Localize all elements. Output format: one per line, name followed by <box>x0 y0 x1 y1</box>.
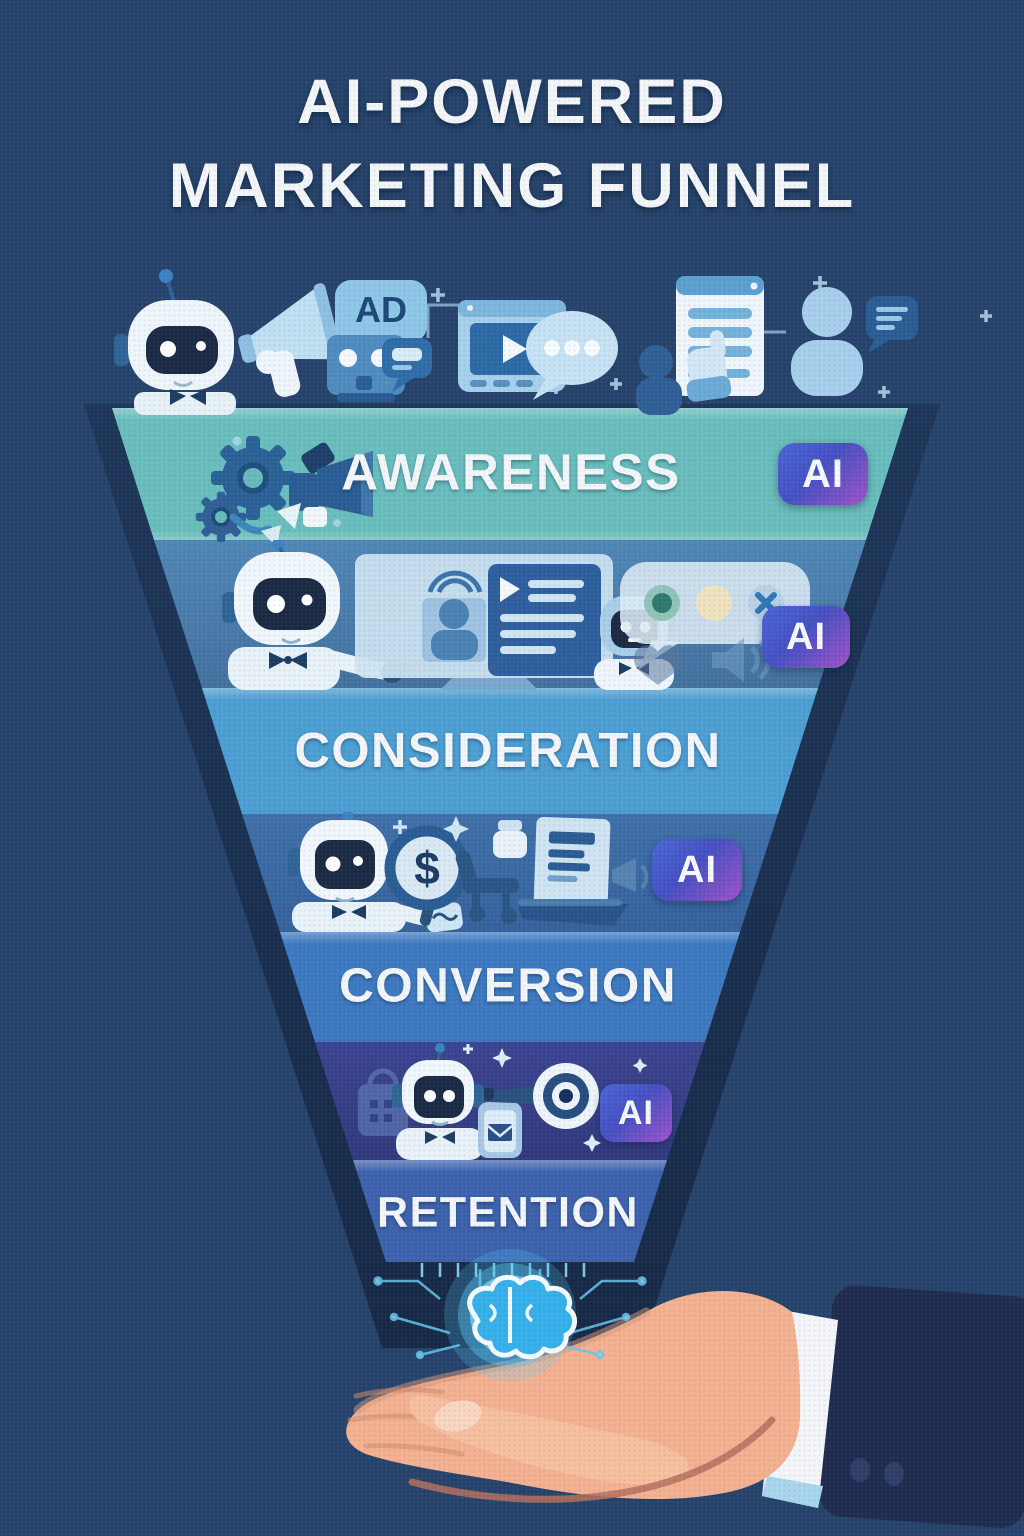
thumb-nail <box>434 1400 482 1432</box>
robot-with-megaphone-icon <box>114 269 343 415</box>
presenter-robot-icon <box>222 540 435 690</box>
user-with-chat-bubble-icon <box>791 287 918 396</box>
gear-icon <box>211 436 295 520</box>
title-line-1: AI-POWERED <box>297 67 727 137</box>
band-consideration <box>202 688 818 814</box>
invoice-document-icon <box>518 817 628 926</box>
tier2-illustration <box>222 540 810 690</box>
chat-dots-bubble-icon <box>526 311 618 400</box>
page-title: AI-POWERED MARKETING FUNNEL <box>0 60 1024 228</box>
brain-icon <box>467 1274 577 1360</box>
label-awareness: AWARENESS <box>341 443 681 501</box>
ai-badge-awareness: AI <box>778 443 868 505</box>
thumbs-up-icon <box>686 330 732 402</box>
heart-icon <box>634 645 682 685</box>
ai-badge-conversion: AI <box>652 839 742 901</box>
robot-icon <box>392 1043 484 1160</box>
robot-icon <box>288 812 463 932</box>
tier3-illustration: $ <box>288 812 649 932</box>
ad-badge-icon: AD <box>335 280 427 342</box>
label-conversion: CONVERSION <box>339 959 677 1013</box>
speaker-icon <box>712 638 771 682</box>
circuit-pins <box>420 1263 586 1277</box>
megaphone-dark-icon <box>289 442 373 517</box>
ad-label: AD <box>355 289 407 330</box>
laptop-icon <box>518 904 628 926</box>
open-hand <box>346 1291 801 1503</box>
suit-sleeve <box>819 1285 1024 1528</box>
megaphone-faint-icon <box>612 858 649 892</box>
dollar-sign: $ <box>414 842 440 894</box>
band-conversion <box>280 932 740 1042</box>
ai-badge-consideration: AI <box>762 606 850 668</box>
label-consideration: CONSIDERATION <box>294 724 722 778</box>
band-retention <box>353 1160 667 1262</box>
glowing-ai-brain-illustration <box>373 1249 647 1381</box>
palm-crease <box>408 1416 776 1503</box>
target-icon <box>533 1063 599 1129</box>
presentation-screen-icon <box>355 554 613 690</box>
open-hand-illustration <box>346 1285 1024 1528</box>
dollar-magnifier-icon: $ <box>384 816 470 926</box>
gear-small-icon <box>195 491 247 543</box>
top-icon-strip: AD <box>114 269 992 415</box>
phone-with-mail-icon <box>478 1102 522 1158</box>
robot-monitor-with-chat-icon <box>327 335 432 402</box>
title-line-2: MARKETING FUNNEL <box>168 151 856 221</box>
awareness-icon-cluster <box>195 436 373 547</box>
ai-badge-retention: AI <box>600 1084 672 1142</box>
tier4-illustration <box>358 1043 648 1160</box>
shopping-cart-icon <box>455 820 527 924</box>
signup-form-with-thumbs-up-icon <box>636 276 764 415</box>
label-retention: RETENTION <box>377 1188 639 1237</box>
